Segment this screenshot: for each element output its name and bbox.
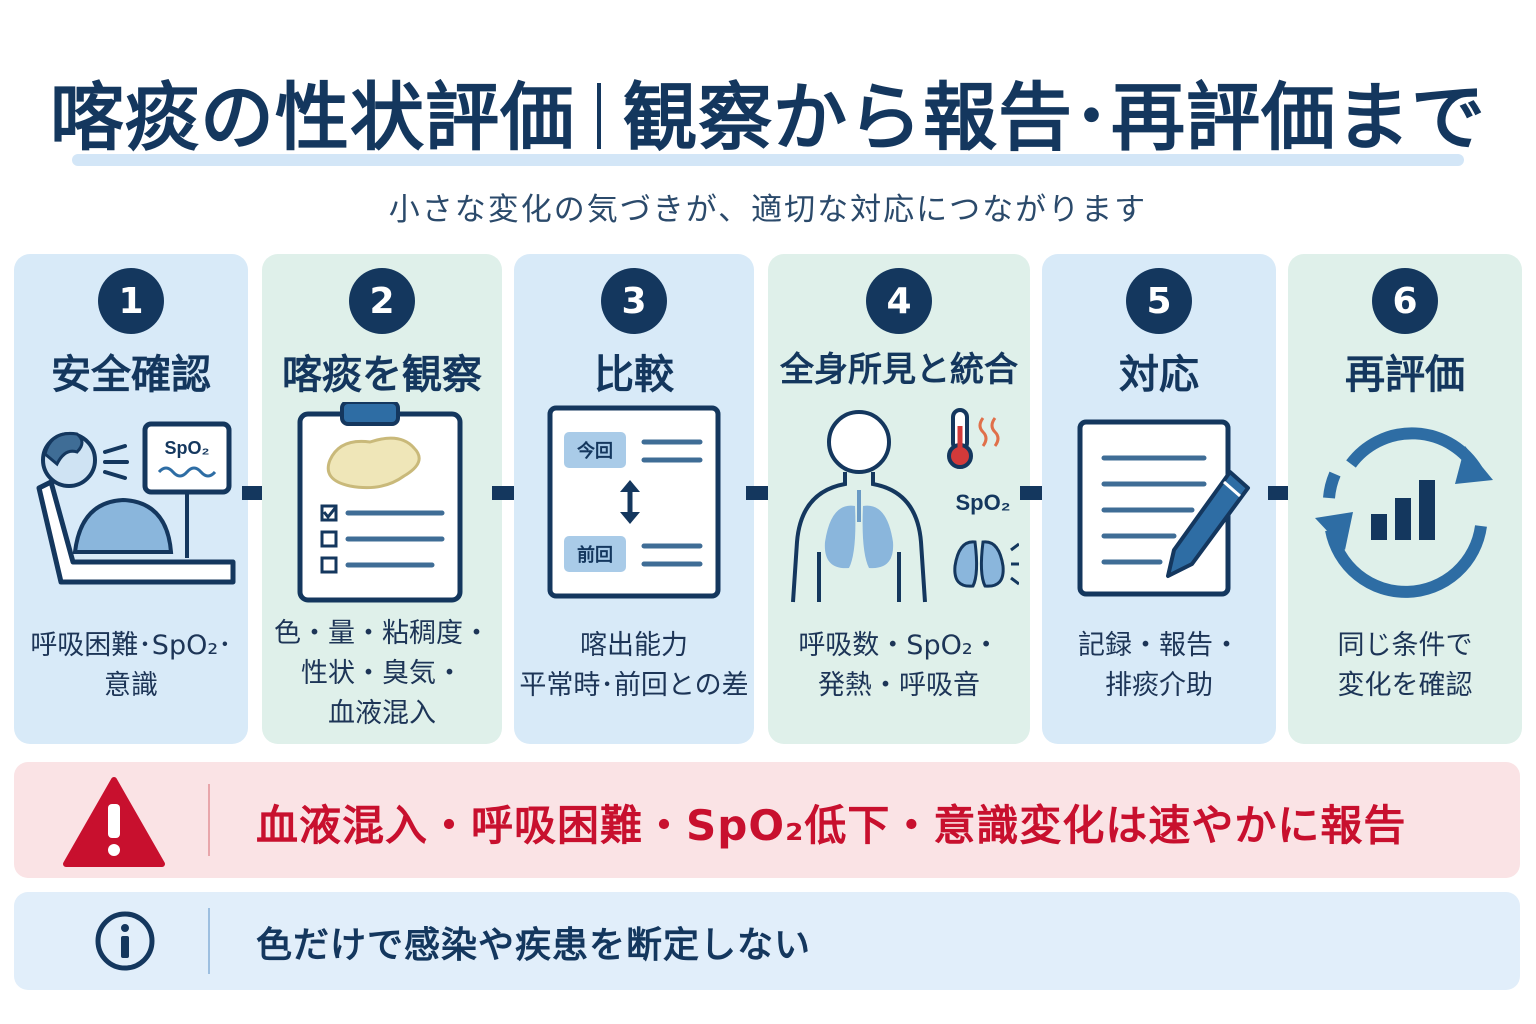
title-underline bbox=[72, 154, 1464, 166]
step-number: 5 bbox=[1126, 268, 1192, 334]
title-sub: 観察から報告･再評価まで bbox=[623, 75, 1486, 161]
step-title: 比較 bbox=[594, 352, 674, 398]
step-title: 喀痰を観察 bbox=[282, 352, 482, 398]
step-card-reassess: 6 再評価 同じ条件で 変化を確認 bbox=[1288, 254, 1522, 744]
step-description: 色・量・粘稠度・ 性状・臭気・ 血液混入 bbox=[274, 618, 490, 729]
body-lungs-icon: SpO₂ bbox=[768, 402, 1030, 612]
compare-card-icon: 今回 前回 bbox=[514, 402, 754, 612]
step-card-compare: 3 比較 今回 前回 喀出能力 平常時･前回との差 bbox=[514, 254, 754, 744]
step-title: 対応 bbox=[1119, 352, 1199, 398]
page-title: 喀痰の性状評価観察から報告･再評価まで bbox=[0, 58, 1536, 165]
alert-divider bbox=[208, 784, 210, 856]
note-text: 色だけで感染や疾患を断定しない bbox=[256, 925, 812, 966]
note-divider bbox=[208, 908, 210, 974]
info-circle-icon bbox=[95, 911, 155, 971]
step-title: 安全確認 bbox=[51, 352, 211, 398]
monitor-label: SpO₂ bbox=[165, 438, 210, 458]
alert-box: 血液混入・呼吸困難・SpO₂低下・意識変化は速やかに報告 bbox=[14, 762, 1520, 878]
step-number: 6 bbox=[1372, 268, 1438, 334]
step-card-integrate-findings: 4 全身所見と統合 SpO₂ 呼吸数・SpO₂・ 発熱・呼吸音 bbox=[768, 254, 1030, 744]
step-number: 2 bbox=[349, 268, 415, 334]
patient-monitor-icon: SpO₂ bbox=[14, 402, 248, 612]
subtitle: 小さな変化の気づきが、適切な対応につながります bbox=[388, 192, 1148, 228]
current-label: 今回 bbox=[577, 440, 613, 462]
warning-triangle-icon bbox=[63, 777, 165, 867]
step-number: 3 bbox=[601, 268, 667, 334]
step-description: 喀出能力 平常時･前回との差 bbox=[519, 630, 749, 701]
cycle-chart-icon bbox=[1288, 402, 1522, 612]
step-description: 同じ条件で 変化を確認 bbox=[1337, 630, 1473, 701]
previous-label: 前回 bbox=[577, 544, 613, 566]
document-pen-icon bbox=[1042, 402, 1276, 612]
step-description: 呼吸数・SpO₂・ 発熱・呼吸音 bbox=[798, 630, 1000, 701]
step-title: 全身所見と統合 bbox=[780, 350, 1018, 390]
step-card-safety-check: 1 安全確認 SpO₂ 呼吸困難･SpO₂･ 意識 bbox=[14, 254, 248, 744]
spo2-label: SpO₂ bbox=[956, 490, 1011, 515]
step-title: 再評価 bbox=[1345, 352, 1465, 398]
step-description: 記録・報告・ 排痰介助 bbox=[1078, 630, 1240, 701]
title-main: 喀痰の性状評価 bbox=[50, 75, 575, 161]
step-card-observe-sputum: 2 喀痰を観察 色・量・粘稠度・ 性状・臭気・ 血液混入 bbox=[262, 254, 502, 744]
alert-text: 血液混入・呼吸困難・SpO₂低下・意識変化は速やかに報告 bbox=[256, 801, 1407, 850]
note-box: 色だけで感染や疾患を断定しない bbox=[14, 892, 1520, 990]
step-number: 1 bbox=[98, 268, 164, 334]
step-description: 呼吸困難･SpO₂･ 意識 bbox=[30, 630, 232, 701]
clipboard-checklist-icon bbox=[262, 402, 502, 612]
title-separator bbox=[597, 83, 601, 150]
step-number: 4 bbox=[866, 268, 932, 334]
step-card-response: 5 対応 記録・報告・ 排痰介助 bbox=[1042, 254, 1276, 744]
